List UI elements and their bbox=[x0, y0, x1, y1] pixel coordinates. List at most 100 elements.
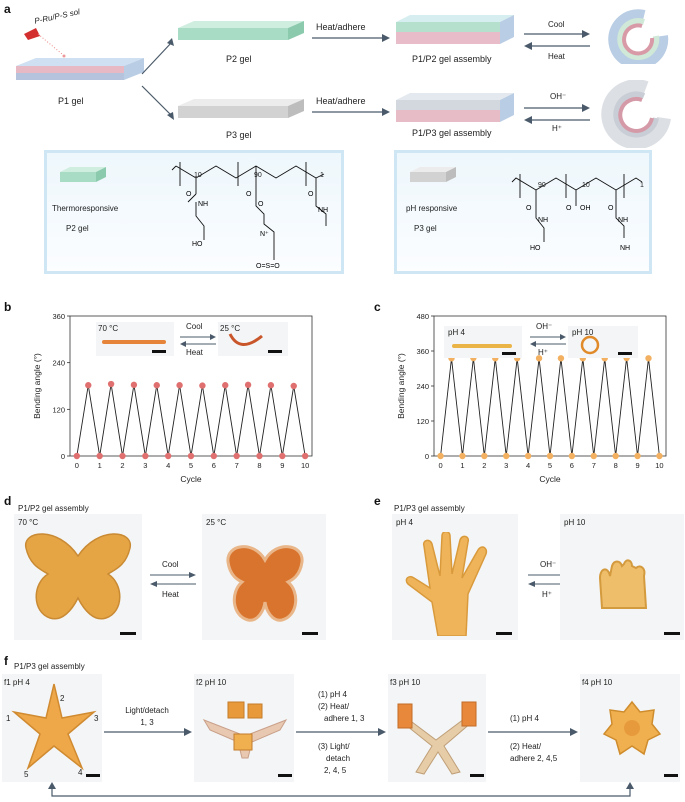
heat-adhere-label-1: Heat/adhere bbox=[316, 22, 366, 32]
scale-bar bbox=[86, 774, 100, 777]
x-tick-label: 7 bbox=[235, 461, 239, 470]
data-point bbox=[199, 382, 206, 389]
data-point bbox=[210, 452, 218, 460]
p2-chemical-structure: O NH HO O O N⁺ O=S=O O NH bbox=[171, 162, 328, 270]
step1-line1: Light/detach bbox=[125, 706, 169, 715]
arm-label-2: 2 bbox=[60, 694, 65, 703]
panel-title: P1/P2 gel assembly bbox=[18, 504, 89, 513]
svg-text:O: O bbox=[308, 191, 314, 198]
data-point bbox=[290, 382, 297, 390]
p2-gel-label: P2 gel bbox=[226, 54, 252, 64]
data-point bbox=[503, 452, 510, 460]
f2-photo bbox=[194, 674, 294, 782]
data-point bbox=[222, 382, 229, 389]
x-tick-label: 3 bbox=[143, 461, 147, 470]
x-tick-label: 6 bbox=[212, 461, 216, 470]
p3-gel-small-image bbox=[410, 167, 456, 182]
p1-gel-label: P1 gel bbox=[58, 96, 84, 106]
x-tick-label: 5 bbox=[548, 461, 552, 470]
p3-gel-label: P3 gel bbox=[226, 130, 252, 140]
f3-photo bbox=[388, 674, 486, 782]
p1-gel-image bbox=[16, 58, 144, 80]
step2-line2: (2) Heat/ bbox=[318, 702, 350, 711]
ring-gel-icon bbox=[580, 335, 600, 355]
p2-subscript-3: 1 bbox=[320, 172, 324, 179]
step1-line2: 1, 3 bbox=[140, 718, 154, 727]
x-tick-label: 3 bbox=[504, 461, 508, 470]
hand-curled-photo bbox=[560, 514, 684, 640]
scale-bar bbox=[496, 632, 512, 635]
reversible-arrows-icon bbox=[150, 572, 196, 587]
x-tick-label: 1 bbox=[460, 461, 464, 470]
svg-text:O: O bbox=[186, 191, 192, 198]
p3-chemical-structure: O NH HO O OH O NH NH bbox=[511, 174, 643, 252]
svg-text:NH: NH bbox=[618, 217, 628, 224]
sol-dropper-icon bbox=[24, 28, 66, 58]
data-point bbox=[233, 452, 240, 460]
p2-gel-box-label: P2 gel bbox=[66, 224, 89, 233]
scale-bar bbox=[120, 632, 136, 635]
p2-subscript-2: 90 bbox=[254, 172, 262, 179]
p1p2-assembly-image bbox=[396, 15, 514, 44]
return-loop-arrow bbox=[48, 782, 634, 797]
x-axis-label: Cycle bbox=[180, 474, 202, 484]
arrow-top-label: OH⁻ bbox=[540, 560, 557, 569]
inset-arrow-top-label: OH⁻ bbox=[536, 322, 553, 331]
data-point bbox=[279, 452, 286, 460]
arrow-right-icon bbox=[488, 728, 578, 736]
svg-text:NH: NH bbox=[318, 207, 328, 214]
x-tick-label: 6 bbox=[570, 461, 574, 470]
panel-label: b bbox=[4, 300, 12, 314]
svg-text:O: O bbox=[566, 205, 572, 212]
right-temp-label: 25 °C bbox=[206, 518, 227, 527]
svg-text:O=S=O: O=S=O bbox=[256, 263, 280, 270]
inset-arrow-bottom-label: Heat bbox=[186, 348, 203, 357]
arrow-right-icon bbox=[296, 728, 386, 736]
data-point bbox=[244, 381, 252, 389]
x-tick-label: 10 bbox=[301, 461, 309, 470]
y-tick-label: 0 bbox=[61, 452, 65, 461]
data-point bbox=[634, 452, 641, 460]
p1p3-assembly-image bbox=[396, 93, 514, 122]
data-point bbox=[85, 382, 92, 389]
panel-label: e bbox=[374, 494, 381, 508]
panel-label: a bbox=[4, 2, 11, 16]
flat-gel-strip bbox=[452, 344, 512, 348]
right-ph-label: pH 10 bbox=[564, 518, 586, 527]
svg-text:HO: HO bbox=[530, 245, 541, 252]
data-point bbox=[119, 452, 126, 460]
arm-label-5: 5 bbox=[24, 770, 29, 779]
data-point bbox=[130, 381, 138, 389]
step3-line3: (2) Heat/ bbox=[510, 742, 542, 751]
scale-bar bbox=[664, 774, 678, 777]
step2-line7: 2, 4, 5 bbox=[324, 766, 347, 775]
data-point bbox=[142, 452, 149, 460]
flat-gel-strip bbox=[102, 340, 166, 344]
butterfly-curled-photo bbox=[202, 514, 326, 640]
svg-text:NH: NH bbox=[620, 245, 630, 252]
arrow-right-icon bbox=[104, 728, 192, 736]
data-point bbox=[437, 452, 444, 460]
f4-gel-image bbox=[602, 700, 662, 756]
inset-right-label: pH 10 bbox=[572, 328, 594, 337]
f3-gel-image bbox=[397, 701, 477, 775]
data-point bbox=[557, 355, 565, 362]
x-tick-label: 2 bbox=[482, 461, 486, 470]
data-point bbox=[153, 382, 160, 389]
rolled-ring-image-2 bbox=[601, 80, 671, 148]
y-tick-label: 480 bbox=[416, 312, 429, 321]
svg-text:O: O bbox=[258, 201, 264, 208]
data-point bbox=[187, 452, 195, 460]
f1-label: f1 pH 4 bbox=[4, 678, 30, 687]
left-ph-label: pH 4 bbox=[396, 518, 413, 527]
svg-text:O: O bbox=[246, 191, 252, 198]
y-tick-label: 240 bbox=[416, 382, 429, 391]
scale-bar bbox=[618, 352, 632, 355]
curled-gel-icon bbox=[228, 333, 263, 346]
data-point bbox=[164, 452, 172, 460]
x-tick-label: 0 bbox=[438, 461, 442, 470]
inset-arrow-bottom-label: H⁺ bbox=[538, 348, 548, 357]
ph-responsive-label: pH responsive bbox=[406, 204, 458, 213]
